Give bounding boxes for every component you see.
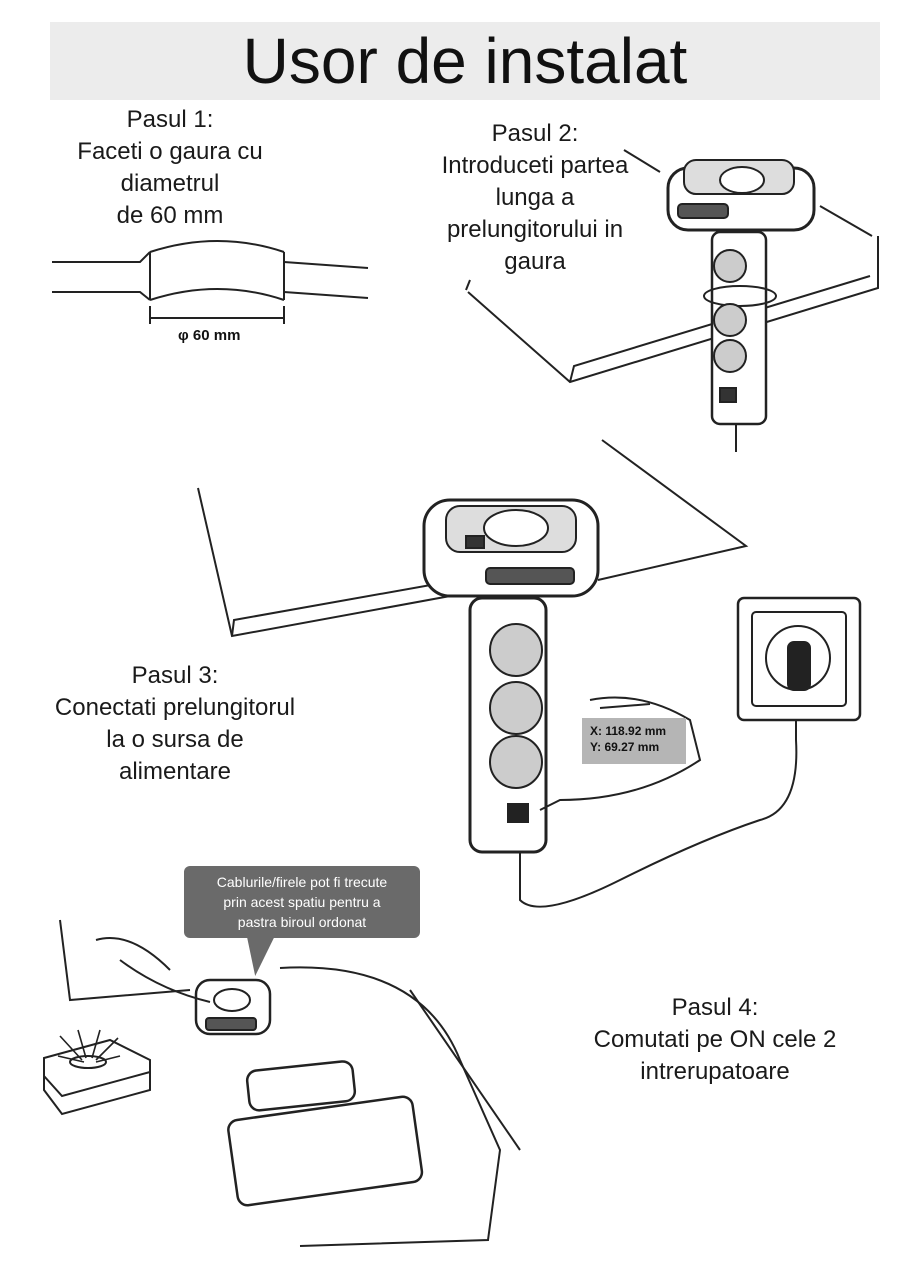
- step-2-illustration: [465, 149, 879, 452]
- step-2-text: Pasul 2: Introduceti partea lunga a prel…: [400, 118, 670, 278]
- callout-line: prin acest spatiu pentru a: [223, 894, 381, 910]
- step-2-line: gaura: [504, 248, 566, 275]
- step-3-line: Conectati prelungitorul: [54, 694, 296, 721]
- callout-line: pastra biroul ordonat: [237, 914, 367, 930]
- callout-pointer: [241, 936, 275, 976]
- step-2-line: lunga a: [495, 184, 575, 211]
- hole-dimension-label: φ 60 mm: [178, 327, 240, 344]
- step-4-line: Comutati pe ON cele 2: [593, 1026, 837, 1053]
- step-4-text: Pasul 4: Comutati pe ON cele 2 intrerupa…: [560, 992, 870, 1088]
- step-2-heading: Pasul 2:: [491, 120, 579, 147]
- step-1-text: Pasul 1: Faceti o gaura cu diametrul de …: [40, 104, 300, 232]
- step-1-line: de 60 mm: [116, 202, 224, 229]
- step-4-illustration: [43, 919, 521, 1247]
- step-1-heading: Pasul 1:: [126, 106, 214, 133]
- step-3-line: alimentare: [118, 758, 232, 785]
- step-3-heading: Pasul 3:: [131, 662, 219, 689]
- callout-line: Cablurile/firele pot fi trecute: [216, 874, 388, 890]
- measurement-tooltip: X: 118.92 mm Y: 69.27 mm: [582, 718, 686, 764]
- measurement-x: X: 118.92 mm: [590, 724, 667, 738]
- title-banner: Usor de instalat: [50, 22, 880, 100]
- step-3-text: Pasul 3: Conectati prelungitorul la o su…: [20, 660, 330, 788]
- step-2-line: prelungitorului in: [446, 216, 624, 243]
- step-3-line: la o sursa de: [106, 726, 244, 753]
- cable-management-callout: Cablurile/firele pot fi trecute prin ace…: [184, 866, 420, 938]
- step-4-heading: Pasul 4:: [671, 994, 759, 1021]
- page-title: Usor de instalat: [242, 25, 688, 97]
- step-4-line: intrerupatoare: [640, 1058, 790, 1085]
- step-3-illustration: [197, 439, 862, 908]
- step-2-line: Introduceti partea: [441, 152, 629, 179]
- step-1-line: Faceti o gaura cu: [77, 138, 263, 165]
- step-1-line: diametrul: [120, 170, 220, 197]
- hole-diagram: φ 60 mm: [52, 240, 369, 344]
- measurement-y: Y: 69.27 mm: [590, 740, 660, 754]
